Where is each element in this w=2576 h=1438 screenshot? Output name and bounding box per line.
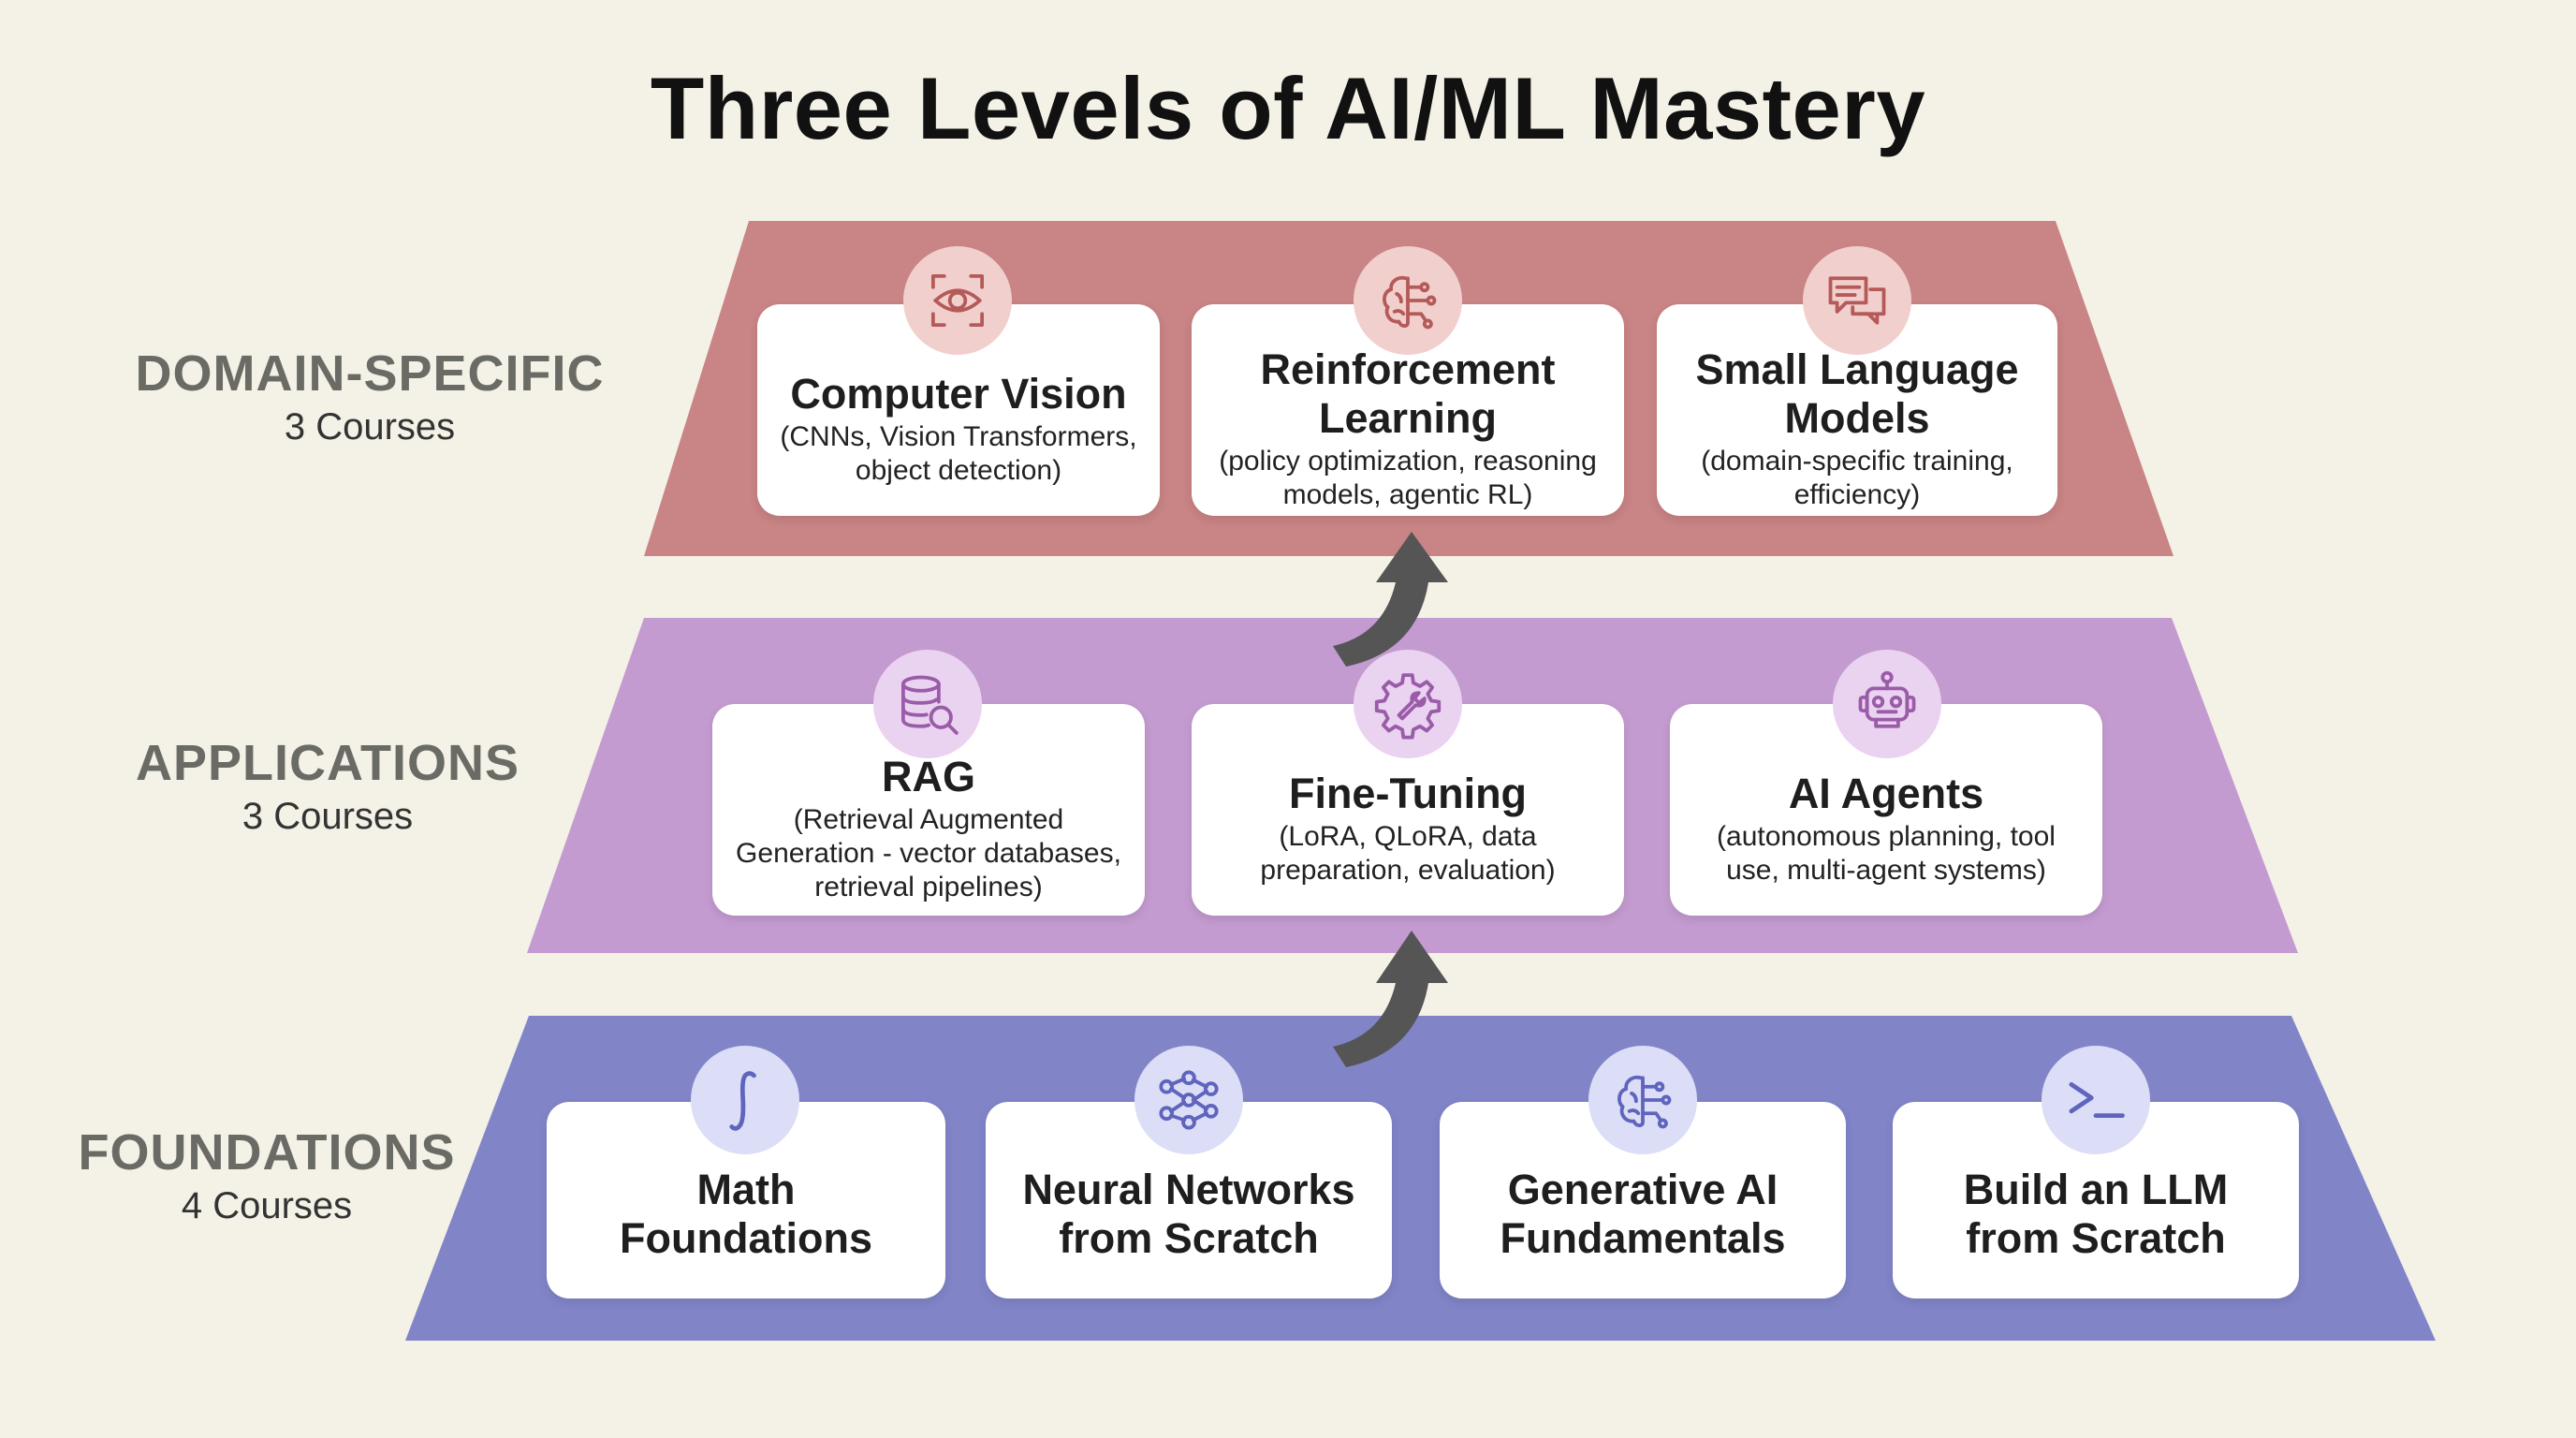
course-card-fine-tuning[interactable]: Fine-Tuning (LoRA, QLoRA, data preparati…	[1192, 704, 1624, 916]
course-description: (domain-specific training, efficiency)	[1701, 446, 2013, 510]
integral-icon	[691, 1046, 799, 1154]
arrow-up-to-domain	[1333, 532, 1448, 667]
course-title: Neural Networks from Scratch	[1022, 1166, 1355, 1262]
tier-name: DOMAIN-SPECIFIC	[135, 345, 605, 402]
course-title: AI Agents	[1788, 770, 1984, 817]
course-description: (policy optimization, reasoning models, …	[1219, 446, 1597, 510]
course-description: (CNNs, Vision Transformers, object detec…	[780, 421, 1137, 486]
tier-label-domain-specific: DOMAIN-SPECIFIC 3 Courses	[112, 345, 627, 451]
tier-course-count: 3 Courses	[284, 406, 456, 448]
course-description: (Retrieval Augmented Generation - vector…	[736, 804, 1121, 902]
course-title: Small Language Models	[1695, 345, 2019, 442]
course-description: (autonomous planning, tool use, multi-ag…	[1717, 821, 2056, 886]
eye-scan-icon	[903, 246, 1012, 355]
course-title: Fine-Tuning	[1288, 770, 1528, 817]
page-title: Three Levels of AI/ML Mastery	[650, 59, 1926, 157]
tier-course-count: 4 Courses	[181, 1185, 353, 1226]
brain-circuit-icon	[1588, 1046, 1697, 1154]
course-card-build-llm[interactable]: Build an LLM from Scratch	[1893, 1102, 2299, 1299]
database-search-icon	[873, 650, 982, 758]
course-title: Reinforcement Learning	[1260, 345, 1556, 442]
brain-circuit-icon	[1354, 246, 1462, 355]
course-card-reinforcement-learning[interactable]: Reinforcement Learning (policy optimizat…	[1192, 304, 1624, 516]
tier-label-foundations: FOUNDATIONS 4 Courses	[47, 1123, 487, 1230]
tier-course-count: 3 Courses	[242, 796, 414, 837]
robot-icon	[1833, 650, 1941, 758]
tier-name: FOUNDATIONS	[78, 1124, 456, 1181]
tier-label-applications: APPLICATIONS 3 Courses	[94, 734, 562, 841]
course-title: Build an LLM from Scratch	[1963, 1166, 2229, 1262]
arrow-up-to-applications	[1333, 931, 1448, 1067]
course-title: RAG	[882, 753, 975, 800]
neural-network-icon	[1134, 1046, 1243, 1154]
terminal-prompt-icon	[2042, 1046, 2150, 1154]
tier-name: APPLICATIONS	[135, 735, 520, 791]
gear-wrench-icon	[1354, 650, 1462, 758]
chat-bubbles-icon	[1803, 246, 1911, 355]
course-title: Computer Vision	[790, 370, 1127, 418]
course-title: Generative AI Fundamentals	[1500, 1166, 1786, 1262]
course-description: (LoRA, QLoRA, data preparation, evaluati…	[1260, 821, 1556, 886]
course-title: Math Foundations	[620, 1166, 872, 1262]
